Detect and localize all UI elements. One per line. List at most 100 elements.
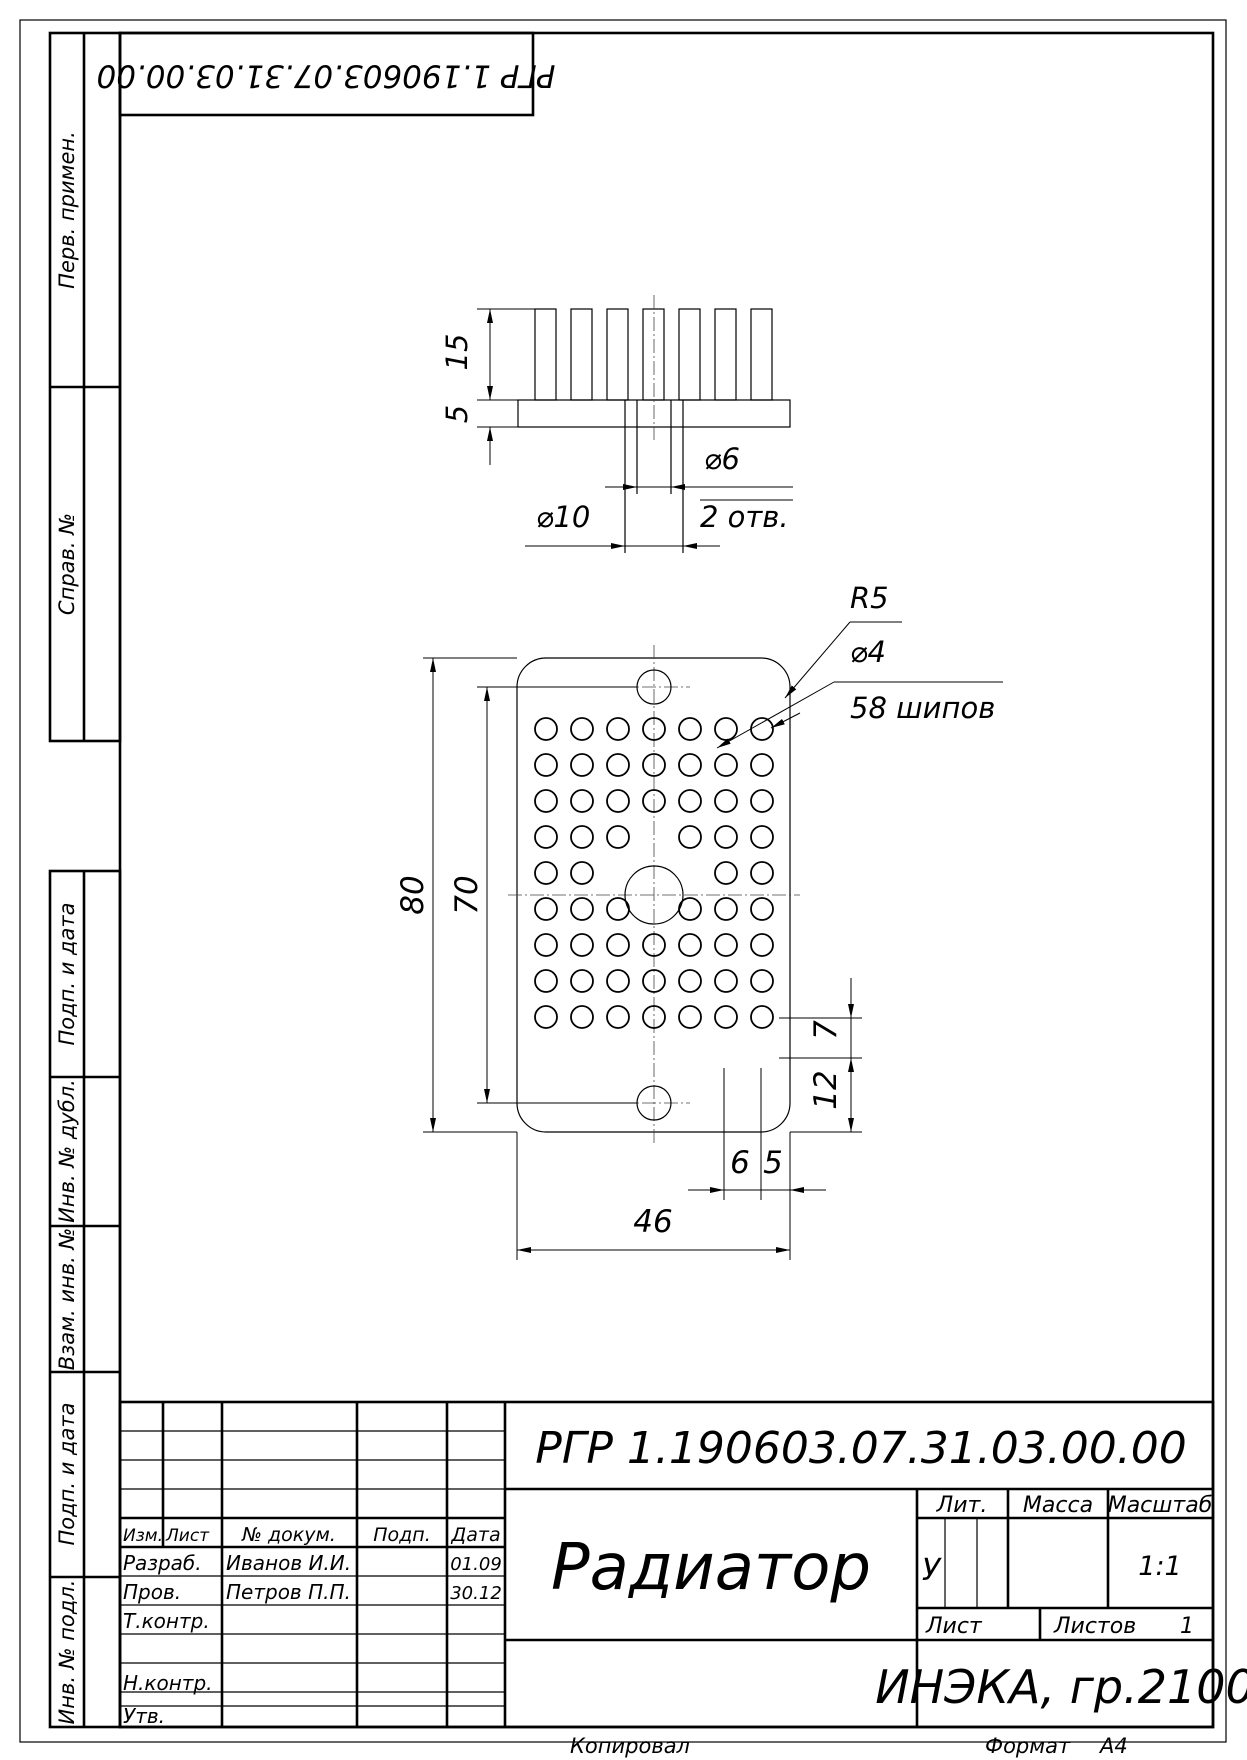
pin [570,933,594,957]
pin [714,753,738,777]
sheet-edge [19,19,1227,1743]
pin [606,753,630,777]
footer-format-label: Формат [985,1734,1071,1758]
row-name-razrab: Иванов И.И. [226,1551,351,1575]
pin [678,1005,702,1029]
pin [534,897,558,921]
title-doc-code: РГР 1.190603.07.31.03.00.00 [535,1423,1186,1474]
pin [750,861,774,885]
fins [534,308,773,401]
pin [714,789,738,813]
pin [750,717,774,741]
pin [678,789,702,813]
scale-label: Масштаб [1108,1493,1213,1518]
pin [750,969,774,993]
side-label-inv-podl: Инв. № подл. [55,1580,79,1725]
dim-hole-spacing: 70 [449,875,485,914]
corner-code: РГР 1.190603.07.31.03.00.00 [97,58,556,94]
pin [750,1005,774,1029]
side-label-inv-dubl: Инв. № дубл. [55,1079,79,1223]
pin [570,897,594,921]
mass-label: Масса [1023,1493,1093,1518]
col-podp: Подп. [373,1524,431,1546]
pin [678,825,702,849]
dim-base-height: 5 [440,405,474,423]
side-label-podp-data-1: Подп. и дата [55,902,79,1045]
side-label-vzam-inv: Взам. инв. № [55,1228,79,1371]
organization: ИНЭКА, гр.2100 [875,1660,1247,1714]
pin [570,825,594,849]
row-date-prov: 30.12 [450,1583,502,1604]
pin [570,861,594,885]
left-margin-bottom [48,869,122,1729]
pin [570,717,594,741]
footer-copied: Копировал [570,1734,690,1758]
title-block [118,1400,1215,1729]
dim-pin-diameter: ⌀4 [850,635,886,669]
pin [750,789,774,813]
sheets-value: 1 [1180,1614,1194,1639]
side-label-podp-data-2: Подп. и дата [55,1402,79,1545]
dim-hole-small: ⌀6 [704,442,740,476]
left-margin-top [48,31,122,743]
col-data: Дата [450,1524,500,1546]
row-role-tkontr: Т.контр. [123,1609,210,1633]
pin [678,933,702,957]
pin [570,753,594,777]
pin [534,825,558,849]
pin [534,861,558,885]
pin [570,969,594,993]
col-izm: Изм. [123,1526,163,1546]
pin [750,825,774,849]
pin [714,1005,738,1029]
scale-value: 1:1 [1138,1551,1181,1582]
sheet-label: Лист [925,1614,983,1639]
pin [714,897,738,921]
pin [714,825,738,849]
dim-pitch-y: 7 [808,1020,844,1040]
title-part-name: Радиатор [551,1531,871,1605]
lit-label: Лит. [936,1493,988,1518]
pin [642,1005,666,1029]
row-role-razrab: Разраб. [123,1551,202,1575]
dim-edge-x: 5 [763,1145,783,1181]
pin [606,825,630,849]
hole-count-note: 2 отв. [700,500,789,534]
pin [606,789,630,813]
pin [750,897,774,921]
center-hole [624,865,684,925]
dim-total-height: 80 [395,875,431,914]
pin [534,717,558,741]
dim-radius: R5 [850,581,889,615]
row-role-nkontr: Н.контр. [123,1671,213,1695]
row-date-razrab: 01.09 [450,1554,502,1575]
pin [642,933,666,957]
pin [642,969,666,993]
col-dokum: № докум. [241,1524,336,1546]
pin [678,717,702,741]
pin [534,969,558,993]
pin [534,1005,558,1029]
dim-width: 46 [633,1204,672,1240]
side-label-sprav-no: Справ. № [55,513,79,615]
sheets-label: Листов [1053,1614,1136,1639]
lit-value: У [922,1553,942,1588]
pin [534,753,558,777]
pin [642,753,666,777]
pin [606,969,630,993]
pin [678,753,702,777]
pin [606,1005,630,1029]
pin [570,789,594,813]
pin [606,717,630,741]
side-label-perv-primen: Перв. примен. [55,131,79,289]
pin [534,933,558,957]
row-role-utv: Утв. [123,1704,165,1728]
pin [750,933,774,957]
dim-hole-large: ⌀10 [536,500,590,534]
corner-code-box [118,31,535,117]
pin [678,969,702,993]
row-name-prov: Петров П.П. [226,1580,351,1604]
col-list: Лист [165,1526,210,1546]
pin-grid [534,717,774,1029]
